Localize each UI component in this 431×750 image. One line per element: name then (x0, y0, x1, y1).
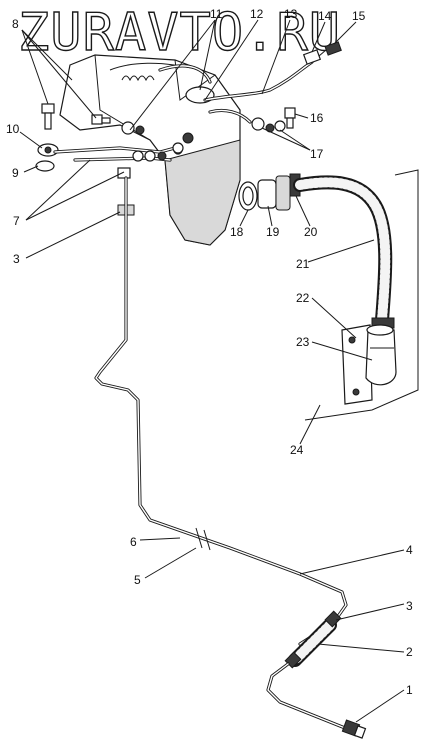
callout-3-upper: 3 (13, 252, 20, 266)
fitting-14 (302, 49, 322, 65)
callout-16: 16 (310, 111, 324, 125)
fitting-15 (324, 41, 342, 56)
bolt-16 (284, 107, 296, 129)
callout-15: 15 (352, 9, 366, 23)
bracket-22 (341, 324, 373, 405)
washer-9 (35, 160, 55, 172)
elbow-fitting-23 (365, 324, 397, 386)
fitting-19 (257, 175, 291, 211)
callout-17: 17 (310, 147, 324, 161)
callout-23: 23 (296, 335, 310, 349)
callout-labels: 8 10 9 7 3 11 12 13 14 15 16 17 18 19 20… (6, 7, 413, 697)
callout-21: 21 (296, 257, 310, 271)
callout-24: 24 (290, 443, 304, 457)
callout-14: 14 (318, 9, 332, 23)
banjo-fitting-17 (251, 117, 286, 133)
body-panel-24 (304, 169, 419, 421)
callout-6: 6 (130, 535, 137, 549)
pipe-1 (266, 662, 347, 730)
callout-20: 20 (304, 225, 318, 239)
bolt-8 (41, 103, 55, 130)
callout-1: 1 (406, 683, 413, 697)
callout-3-lower: 3 (406, 599, 413, 613)
fittings-7 (117, 121, 184, 179)
callout-4: 4 (406, 543, 413, 557)
bolt-8b (91, 114, 111, 125)
clamp-3-lower (324, 610, 342, 628)
callout-7: 7 (13, 214, 20, 228)
callout-5: 5 (134, 573, 141, 587)
callout-12: 12 (250, 7, 264, 21)
callout-8: 8 (12, 17, 19, 31)
callout-10: 10 (6, 122, 20, 136)
callout-19: 19 (266, 225, 280, 239)
pipe-end-fitting-1 (341, 719, 367, 739)
callout-13: 13 (284, 7, 298, 21)
callout-22: 22 (296, 291, 310, 305)
callout-18: 18 (230, 225, 244, 239)
watermark-text: ZURAVTO.RU (18, 3, 341, 63)
callout-9: 9 (12, 166, 19, 180)
leader-lines (19, 19, 405, 723)
callout-11: 11 (210, 7, 223, 21)
callout-2: 2 (406, 645, 413, 659)
